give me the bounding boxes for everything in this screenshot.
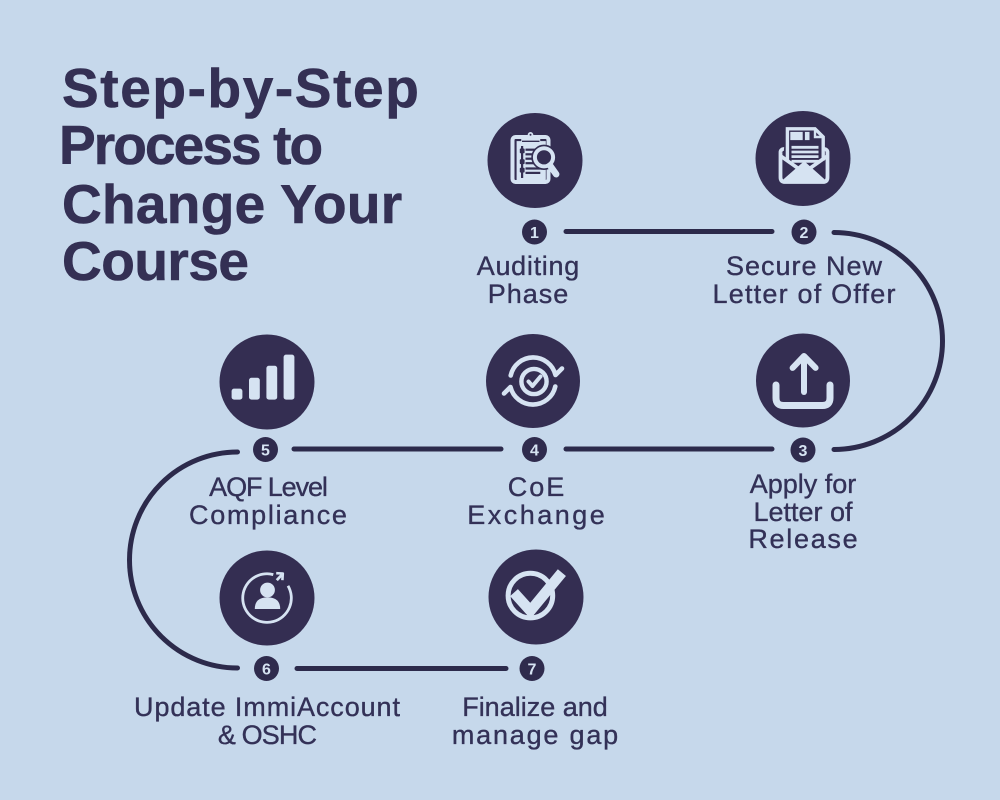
svg-text:4: 4 bbox=[530, 442, 539, 459]
svg-text:2: 2 bbox=[800, 225, 809, 242]
svg-text:1: 1 bbox=[530, 225, 539, 242]
svg-text:5: 5 bbox=[261, 442, 270, 459]
svg-text:3: 3 bbox=[799, 443, 808, 460]
svg-text:6: 6 bbox=[262, 661, 271, 678]
svg-text:7: 7 bbox=[528, 661, 537, 678]
